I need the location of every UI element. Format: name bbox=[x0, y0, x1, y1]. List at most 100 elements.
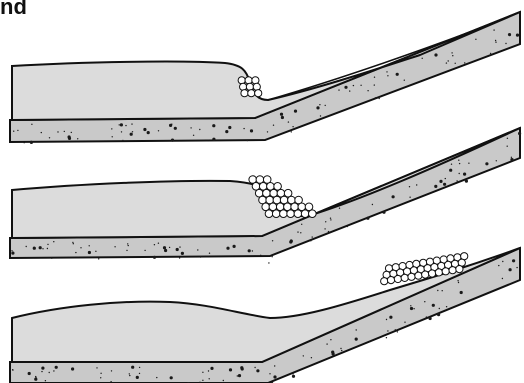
speckle-dot bbox=[340, 348, 341, 349]
speckle-dot bbox=[463, 173, 466, 176]
clast bbox=[415, 272, 422, 279]
clast bbox=[381, 278, 388, 285]
speckle-dot bbox=[28, 372, 31, 375]
clast bbox=[265, 210, 273, 218]
speckle-dot bbox=[209, 378, 210, 379]
speckle-dot bbox=[41, 367, 44, 370]
speckle-dot bbox=[468, 163, 469, 164]
speckle-dot bbox=[262, 139, 263, 140]
speckle-dot bbox=[139, 373, 140, 374]
speckle-dot bbox=[272, 256, 273, 257]
speckle-dot bbox=[176, 248, 179, 251]
speckle-dot bbox=[303, 355, 304, 356]
speckle-dot bbox=[325, 221, 326, 222]
speckle-dot bbox=[292, 373, 293, 374]
speckle-dot bbox=[281, 116, 284, 119]
speckle-dot bbox=[243, 128, 244, 129]
speckle-dot bbox=[395, 329, 396, 330]
speckle-dot bbox=[290, 240, 293, 243]
clast bbox=[301, 210, 309, 218]
clast bbox=[429, 270, 436, 277]
speckle-dot bbox=[389, 316, 392, 319]
speckle-dot bbox=[372, 204, 373, 205]
clast bbox=[294, 210, 302, 218]
speckle-dot bbox=[324, 228, 325, 229]
speckle-dot bbox=[465, 180, 468, 183]
speckle-dot bbox=[88, 251, 91, 254]
speckle-dot bbox=[409, 197, 410, 198]
speckle-dot bbox=[114, 246, 115, 247]
speckle-dot bbox=[144, 250, 145, 251]
speckle-dot bbox=[396, 73, 399, 76]
clast bbox=[272, 210, 280, 218]
speckle-dot bbox=[397, 331, 398, 332]
speckle-dot bbox=[158, 130, 159, 131]
clast bbox=[241, 90, 248, 97]
speckle-dot bbox=[136, 376, 139, 379]
speckle-dot bbox=[129, 373, 130, 374]
speckle-dot bbox=[125, 125, 126, 126]
clast bbox=[449, 267, 456, 274]
speckle-dot bbox=[247, 140, 248, 141]
speckle-dot bbox=[128, 245, 129, 246]
speckle-dot bbox=[256, 369, 259, 372]
speckle-dot bbox=[254, 367, 255, 368]
speckle-dot bbox=[39, 246, 42, 249]
speckle-dot bbox=[311, 357, 312, 358]
speckle-dot bbox=[127, 243, 128, 244]
speckle-dot bbox=[456, 180, 457, 181]
speckle-dot bbox=[367, 90, 368, 91]
speckle-dot bbox=[424, 301, 425, 302]
speckle-dot bbox=[507, 138, 508, 139]
speckle-dot bbox=[260, 255, 261, 256]
speckle-dot bbox=[139, 367, 140, 368]
speckle-dot bbox=[382, 211, 385, 214]
speckle-dot bbox=[339, 208, 340, 209]
speckle-dot bbox=[252, 250, 253, 251]
speckle-dot bbox=[34, 378, 37, 381]
speckle-dot bbox=[338, 89, 339, 90]
speckle-dot bbox=[147, 131, 150, 134]
speckle-dot bbox=[96, 367, 97, 368]
speckle-dot bbox=[511, 157, 512, 158]
speckle-dot bbox=[164, 249, 167, 252]
speckle-dot bbox=[413, 308, 414, 309]
speckle-dot bbox=[193, 135, 194, 136]
speckle-dot bbox=[516, 267, 517, 268]
speckle-dot bbox=[375, 97, 376, 98]
speckle-dot bbox=[349, 90, 350, 91]
speckle-dot bbox=[409, 186, 410, 187]
speckle-dot bbox=[212, 138, 215, 141]
speckle-dot bbox=[294, 110, 297, 113]
clast-cluster bbox=[238, 77, 262, 97]
speckle-dot bbox=[238, 374, 241, 377]
clast bbox=[408, 273, 415, 280]
clast bbox=[238, 77, 245, 84]
speckle-dot bbox=[509, 268, 512, 271]
speckle-dot bbox=[505, 43, 506, 44]
speckle-dot bbox=[518, 132, 521, 135]
speckle-dot bbox=[442, 290, 443, 291]
speckle-dot bbox=[68, 137, 71, 140]
speckle-dot bbox=[268, 262, 269, 263]
speckle-dot bbox=[301, 224, 302, 225]
speckle-dot bbox=[95, 251, 96, 252]
speckle-dot bbox=[42, 248, 43, 249]
speckle-dot bbox=[458, 282, 459, 283]
speckle-dot bbox=[458, 160, 459, 161]
speckle-dot bbox=[122, 140, 123, 141]
speckle-dot bbox=[369, 341, 370, 342]
clast bbox=[309, 210, 317, 218]
speckle-dot bbox=[404, 80, 405, 81]
speckle-dot bbox=[410, 307, 413, 310]
speckle-dot bbox=[459, 173, 460, 174]
speckle-dot bbox=[379, 98, 380, 99]
speckle-dot bbox=[51, 258, 52, 259]
speckle-dot bbox=[248, 249, 251, 252]
speckle-dot bbox=[200, 256, 201, 257]
speckle-dot bbox=[12, 369, 13, 370]
speckle-dot bbox=[292, 372, 293, 373]
speckle-dot bbox=[45, 380, 46, 381]
speckle-dot bbox=[512, 259, 515, 262]
